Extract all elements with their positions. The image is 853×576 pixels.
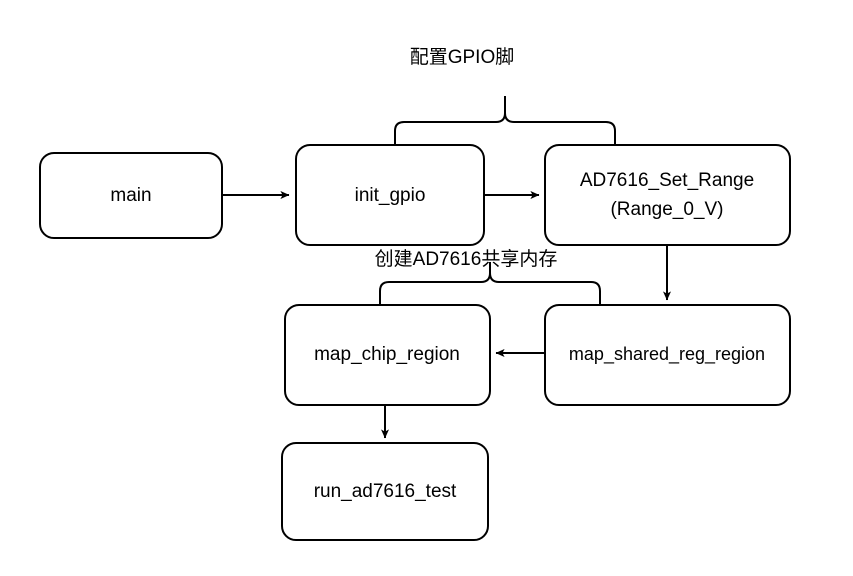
node-init-gpio-box[interactable] (295, 144, 485, 246)
node-init-gpio-label: init_gpio (355, 185, 426, 206)
curly-brace-bottom (379, 272, 601, 306)
node-map-shared-reg-region-label: map_shared_reg_region (569, 344, 765, 365)
group-label-configure-gpio: 配置GPIO脚 (410, 46, 515, 68)
node-ad7616-set-range-box[interactable] (544, 144, 791, 246)
node-map-chip-region-box[interactable] (284, 304, 491, 406)
node-init-gpio[interactable]: init_gpio (295, 144, 485, 246)
node-ad7616-set-range[interactable]: AD7616_Set_Range (Range_0_V) (544, 144, 791, 246)
node-ad7616-set-range-label: AD7616_Set_Range (580, 170, 754, 191)
node-run-ad7616-test-box[interactable] (281, 442, 489, 541)
node-map-shared-reg-region[interactable]: map_shared_reg_region (544, 304, 791, 406)
group-label-create-shared-memory: 创建AD7616共享内存 (375, 248, 558, 270)
node-ad7616-set-range-label-line2: (Range_0_V) (610, 199, 723, 220)
brace-configure-gpio (394, 96, 616, 146)
node-run-ad7616-test[interactable]: run_ad7616_test (281, 442, 489, 541)
brace-create-shared-memory (379, 262, 601, 306)
node-map-chip-region-label: map_chip_region (314, 344, 460, 365)
node-main-box[interactable] (39, 152, 223, 239)
node-main[interactable]: main (39, 152, 223, 239)
node-map-chip-region[interactable]: map_chip_region (284, 304, 491, 406)
node-run-ad7616-test-label: run_ad7616_test (314, 481, 457, 502)
curly-brace-top (394, 112, 616, 146)
node-main-label: main (110, 185, 151, 206)
node-map-shared-reg-region-box[interactable] (544, 304, 791, 406)
